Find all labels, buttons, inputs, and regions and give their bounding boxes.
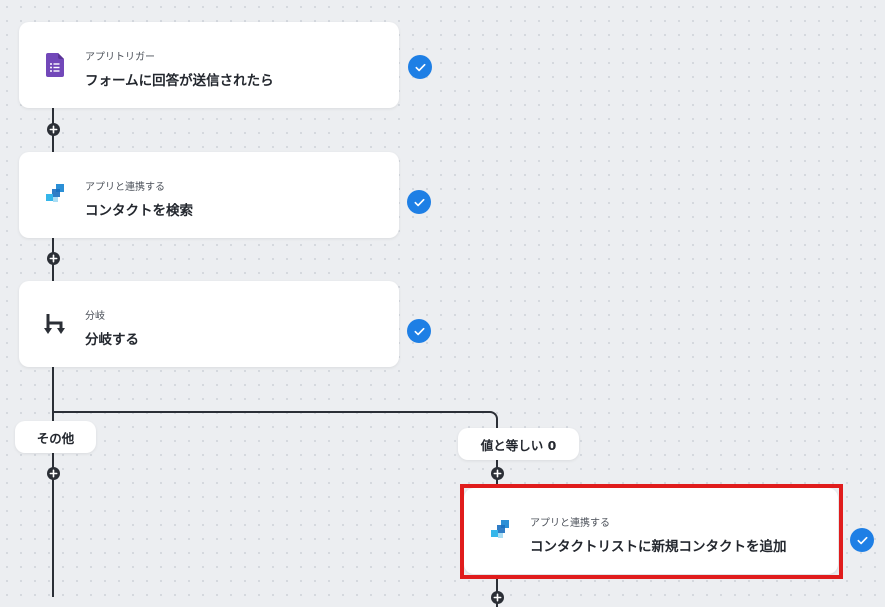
- plus-icon: [49, 254, 58, 263]
- branch-icon: [43, 312, 67, 336]
- branch-connector: [52, 411, 488, 413]
- add-step-button[interactable]: [47, 123, 60, 136]
- step-title: 分岐する: [85, 332, 139, 348]
- add-step-button[interactable]: [47, 467, 60, 480]
- highlight-frame: [460, 484, 843, 579]
- app-logo-icon: [488, 519, 512, 543]
- step-completed-check-icon: [407, 319, 431, 343]
- add-step-button[interactable]: [491, 467, 504, 480]
- flow-step-card-trigger[interactable]: アプリトリガー フォームに回答が送信されたら: [19, 22, 399, 108]
- branch-connector-corner: [486, 411, 498, 423]
- plus-icon: [493, 593, 502, 602]
- step-title: フォームに回答が送信されたら: [85, 73, 274, 89]
- step-category-label: アプリと連携する: [530, 518, 610, 529]
- branch-label-equals-zero[interactable]: 値と等しい 0: [458, 428, 579, 460]
- step-category-label: 分岐: [85, 311, 105, 322]
- step-completed-check-icon: [408, 55, 432, 79]
- app-logo-icon: [43, 183, 67, 207]
- google-forms-icon: [43, 53, 67, 77]
- step-completed-check-icon: [407, 190, 431, 214]
- step-category-label: アプリと連携する: [85, 182, 165, 193]
- branch-label-other[interactable]: その他: [15, 421, 96, 453]
- plus-icon: [49, 125, 58, 134]
- step-title: コンタクトを検索: [85, 203, 193, 219]
- plus-icon: [493, 469, 502, 478]
- plus-icon: [49, 469, 58, 478]
- add-step-button[interactable]: [491, 591, 504, 604]
- flow-step-card-add-contact[interactable]: アプリと連携する コンタクトリストに新規コンタクトを追加: [464, 488, 838, 574]
- step-completed-check-icon: [850, 528, 874, 552]
- flow-step-card-branch[interactable]: 分岐 分岐する: [19, 281, 399, 367]
- flow-step-card-search-contact[interactable]: アプリと連携する コンタクトを検索: [19, 152, 399, 238]
- add-step-button[interactable]: [47, 252, 60, 265]
- flow-connector: [52, 367, 54, 597]
- step-category-label: アプリトリガー: [85, 52, 155, 63]
- step-title: コンタクトリストに新規コンタクトを追加: [530, 539, 787, 555]
